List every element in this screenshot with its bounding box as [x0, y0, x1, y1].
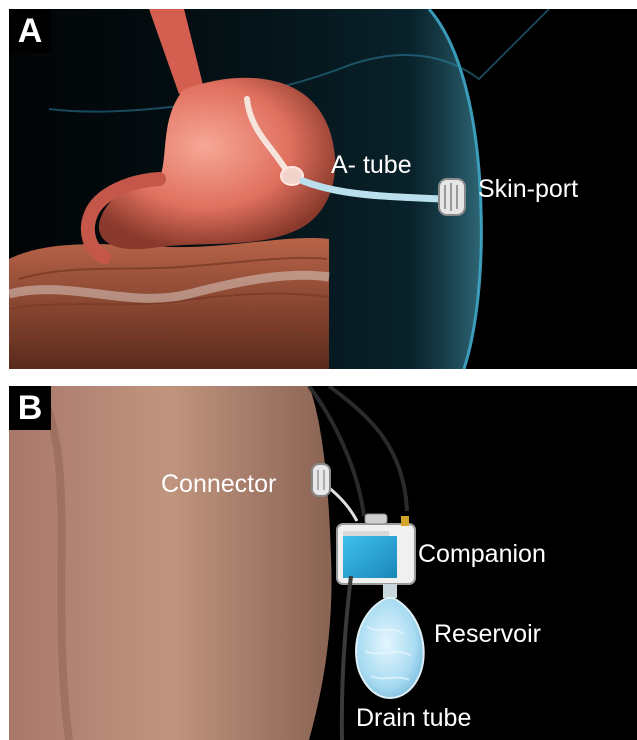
tube-connector — [327, 486, 357, 521]
skin-port-label: Skin-port — [478, 175, 578, 204]
panel-a-letter: A — [9, 9, 51, 53]
panel-b-letter: B — [9, 386, 51, 430]
connector-device — [312, 464, 330, 496]
reservoir-neck — [383, 584, 397, 598]
a-tube-label: A- tube — [331, 151, 412, 180]
drain-tube-label: Drain tube — [356, 704, 471, 733]
skin-port-device — [439, 179, 465, 215]
tube-entry-ring — [281, 167, 303, 185]
drain-tube — [342, 576, 351, 740]
panel-b: B Connector Companion Reservoir Drain tu… — [9, 386, 637, 740]
connector-label: Connector — [161, 470, 276, 499]
panel-a: A A- tube Skin-port — [9, 9, 637, 369]
tube-top-2 — [329, 386, 407, 511]
companion-device — [337, 514, 415, 584]
reservoir-label: Reservoir — [434, 620, 541, 649]
reservoir — [356, 598, 424, 698]
companion-label: Companion — [418, 540, 546, 569]
